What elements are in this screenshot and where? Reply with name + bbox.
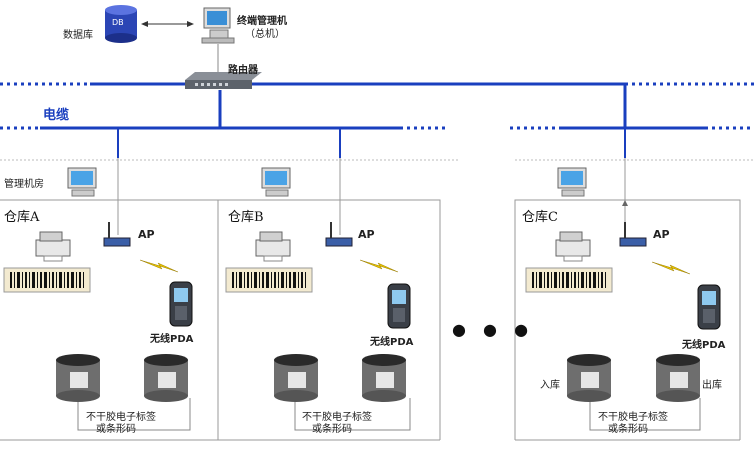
warehouse-c-title: 仓库C bbox=[522, 210, 558, 225]
warehouse-b-ap-label: AP bbox=[358, 228, 375, 241]
warehouse-a-tag-label-2: 或条形码 bbox=[96, 424, 136, 435]
label-printer-c-icon bbox=[555, 231, 591, 262]
terminal-sub-label: （总机） bbox=[245, 29, 285, 40]
db-badge: DB bbox=[112, 18, 124, 27]
inbound-label: 入库 bbox=[540, 380, 560, 391]
warehouse-b-tag-label-2: 或条形码 bbox=[312, 424, 352, 435]
warehouse-a-pda-label: 无线PDA bbox=[150, 334, 194, 345]
room-computer-b-icon bbox=[261, 167, 291, 197]
label-roll-a1-icon bbox=[56, 354, 100, 402]
warehouse-a-title: 仓库A bbox=[4, 210, 40, 225]
wireless-pda-c-icon bbox=[697, 284, 721, 330]
warehouse-b-title: 仓库B bbox=[228, 210, 264, 225]
access-point-b-icon bbox=[325, 222, 353, 247]
access-point-a-icon bbox=[103, 222, 131, 247]
router-label: 路由器 bbox=[228, 65, 258, 76]
label-printer-b-icon bbox=[255, 231, 291, 262]
outbound-label: 出库 bbox=[702, 380, 722, 391]
access-point-c-icon bbox=[619, 222, 647, 247]
warehouse-b-tag-label-1: 不干胶电子标签 bbox=[302, 412, 372, 423]
database-label: 数据库 bbox=[63, 30, 93, 41]
label-roll-c1-icon bbox=[567, 354, 611, 402]
warehouse-b-pda-label: 无线PDA bbox=[370, 337, 414, 348]
management-room-label: 管理机房 bbox=[4, 179, 44, 190]
cable-label: 电缆 bbox=[43, 108, 70, 123]
label-roll-c2-icon bbox=[656, 354, 700, 402]
barcode-c-icon bbox=[525, 267, 613, 293]
label-printer-a-icon bbox=[35, 231, 71, 262]
wireless-signal-b-icon bbox=[359, 259, 399, 273]
wireless-signal-c-icon bbox=[651, 261, 691, 275]
warehouse-a-ap-label: AP bbox=[138, 228, 155, 241]
label-roll-b2-icon bbox=[362, 354, 406, 402]
barcode-a-icon bbox=[3, 267, 91, 293]
warehouse-c-tag-label-1: 不干胶电子标签 bbox=[598, 412, 668, 423]
room-computer-a-icon bbox=[67, 167, 97, 197]
more-warehouses-ellipsis: ● ● ● bbox=[452, 320, 535, 339]
label-roll-b1-icon bbox=[274, 354, 318, 402]
wireless-signal-a-icon bbox=[139, 259, 179, 273]
wireless-pda-b-icon bbox=[387, 283, 411, 329]
barcode-b-icon bbox=[225, 267, 313, 293]
wireless-pda-a-icon bbox=[169, 281, 193, 327]
warehouse-a-tag-label-1: 不干胶电子标签 bbox=[86, 412, 156, 423]
terminal-label: 终端管理机 bbox=[237, 16, 287, 27]
room-computer-c-icon bbox=[557, 167, 587, 197]
label-roll-a2-icon bbox=[144, 354, 188, 402]
warehouse-c-pda-label: 无线PDA bbox=[682, 340, 726, 351]
warehouse-c-ap-label: AP bbox=[653, 228, 670, 241]
warehouse-c-tag-label-2: 或条形码 bbox=[608, 424, 648, 435]
